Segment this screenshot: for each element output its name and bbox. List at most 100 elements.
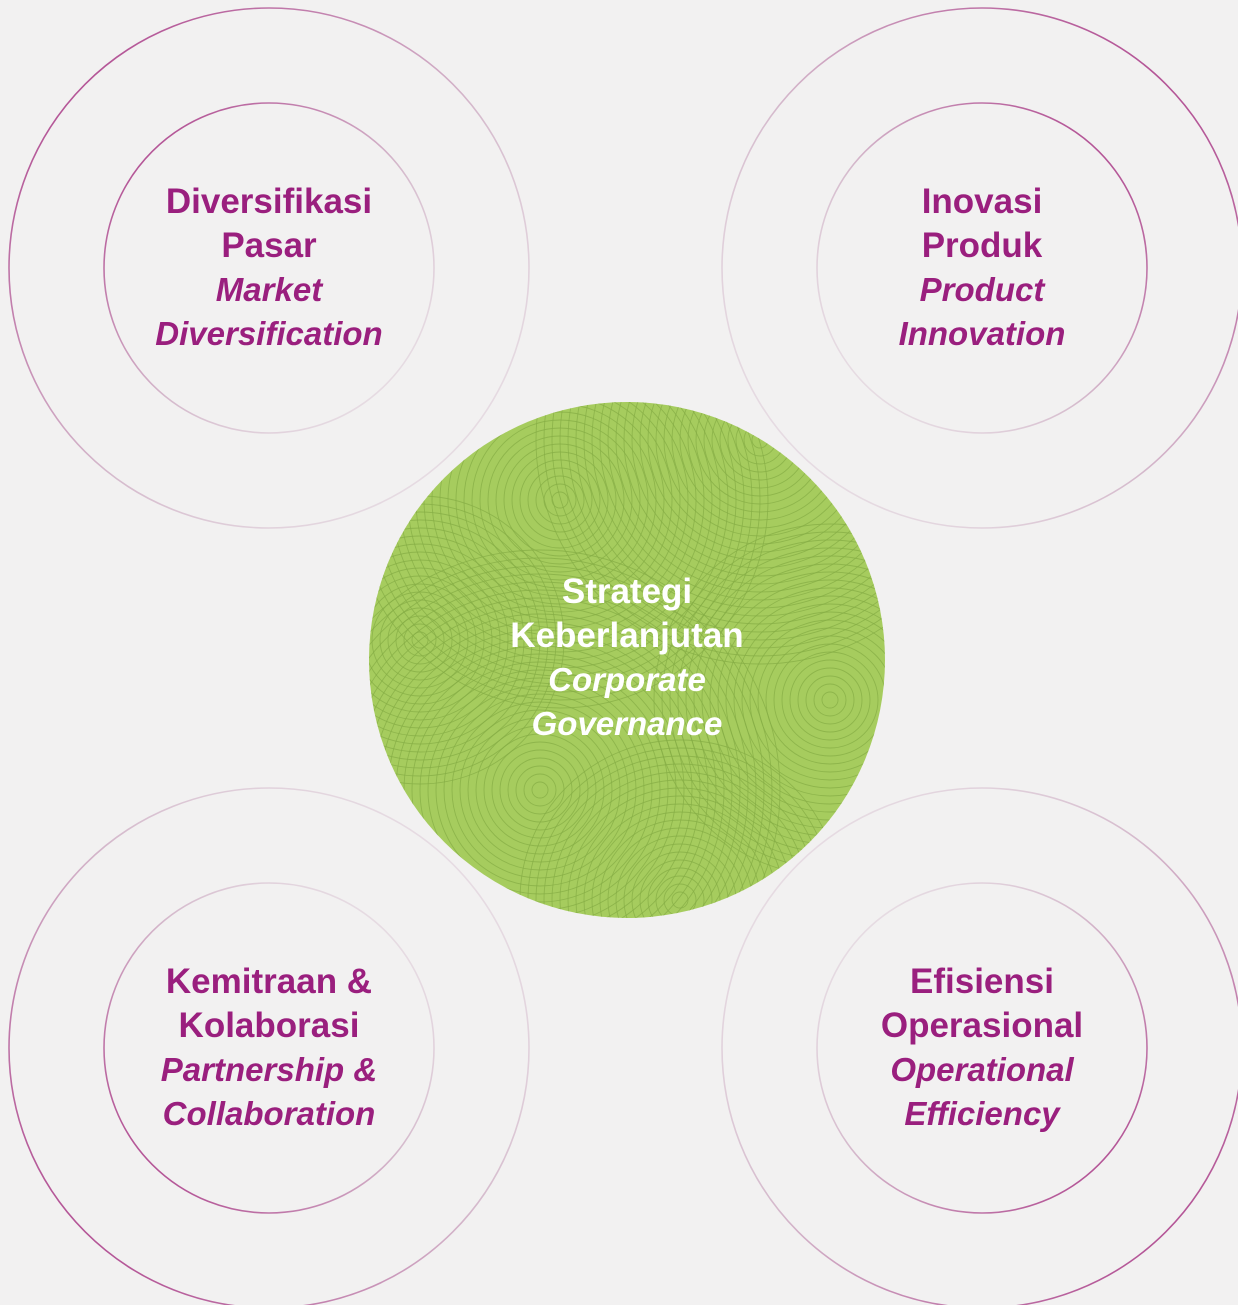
pattern-ring	[543, 402, 885, 657]
pattern-ring	[805, 675, 855, 725]
pattern-ring	[369, 589, 741, 918]
pattern-ring	[369, 402, 753, 693]
center-local-line-1: Strategi	[561, 572, 693, 611]
pattern-ring	[369, 511, 549, 769]
outer-ring-partnership-collaboration	[8, 787, 530, 1305]
pattern-ring	[765, 635, 885, 765]
pattern-ring	[551, 402, 885, 649]
node-english-line-1: Market	[215, 271, 323, 308]
pattern-ring	[527, 467, 593, 533]
pattern-ring	[411, 631, 429, 649]
pattern-ring	[789, 659, 871, 741]
pattern-ring	[369, 597, 733, 918]
pattern-ring	[591, 402, 885, 609]
node-english-line-1: Product	[919, 271, 1045, 308]
pattern-ring	[369, 543, 517, 737]
pattern-ring	[773, 643, 885, 757]
pattern-ring	[369, 519, 541, 761]
pattern-ring	[427, 677, 653, 903]
pattern-ring	[371, 591, 469, 689]
outer-ring-market-diversification	[8, 7, 530, 529]
pattern-ring	[369, 402, 761, 701]
node-local-line-2: Operasional	[880, 1006, 1084, 1045]
pattern-ring	[459, 709, 621, 871]
pattern-ring	[725, 595, 885, 805]
pattern-ring	[671, 891, 689, 909]
pattern-ring	[583, 402, 885, 617]
inner-ring-market-diversification	[103, 102, 435, 434]
center-local-line-2: Keberlanjutan	[510, 616, 744, 655]
outer-ring-operational-efficiency	[721, 787, 1238, 1305]
node-english-line-2: Diversification	[155, 315, 383, 352]
pattern-ring	[369, 573, 757, 918]
inner-ring-product-innovation	[816, 102, 1148, 434]
pattern-ring	[395, 615, 445, 665]
pattern-ring	[733, 603, 885, 797]
node-local-line-1: Kemitraan &	[165, 962, 373, 1001]
pattern-ring	[369, 583, 477, 697]
pattern-ring	[369, 605, 725, 918]
pattern-ring	[439, 402, 681, 621]
pattern-ring	[607, 402, 885, 593]
node-partnership-collaboration: Kemitraan & Kolaborasi Partnership & Col…	[139, 960, 399, 1136]
pattern-ring	[443, 693, 637, 887]
pattern-ring	[821, 691, 839, 709]
pattern-ring	[615, 402, 885, 585]
pattern-ring	[411, 661, 669, 918]
pattern-ring	[523, 773, 557, 807]
pattern-ring	[483, 733, 597, 847]
pattern-ring	[535, 475, 585, 525]
center-english-line-2: Governance	[531, 705, 723, 742]
node-english-line-2: Efficiency	[904, 1095, 1060, 1132]
pattern-ring	[369, 567, 493, 713]
pattern-ring	[623, 402, 885, 577]
node-local-line-1: Efisiensi	[910, 962, 1054, 1001]
pattern-ring	[559, 402, 885, 641]
pattern-ring	[475, 725, 605, 855]
center-label: Strategi Keberlanjutan Corporate Governa…	[497, 570, 757, 746]
node-local-line-2: Pasar	[221, 226, 317, 265]
pattern-ring	[757, 627, 885, 773]
pattern-ring	[655, 875, 705, 918]
node-local-line-2: Produk	[921, 226, 1043, 265]
inner-ring-operational-efficiency	[816, 882, 1148, 1214]
pattern-ring	[531, 781, 549, 799]
rings-layer	[8, 7, 1238, 1305]
pattern-ring	[369, 402, 769, 709]
pattern-ring	[575, 402, 885, 625]
node-local-line-2: Kolaborasi	[178, 1006, 360, 1045]
pattern-ring	[781, 651, 879, 749]
pattern-ring	[551, 491, 569, 509]
pattern-ring	[797, 667, 863, 733]
pattern-ring	[369, 613, 717, 918]
pattern-ring	[369, 549, 781, 918]
inner-ring-partnership-collaboration	[103, 882, 435, 1214]
pattern-ring	[467, 717, 613, 863]
pattern-ring	[749, 619, 885, 781]
pattern-ring	[451, 701, 629, 879]
pattern-ring	[403, 623, 437, 657]
pattern-ring	[491, 741, 589, 839]
pattern-ring	[379, 599, 461, 681]
node-english-line-1: Partnership &	[160, 1051, 378, 1088]
pattern-ring	[535, 402, 885, 665]
node-local-line-1: Inovasi	[921, 182, 1043, 221]
pattern-ring	[499, 749, 581, 831]
pattern-ring	[369, 535, 525, 745]
pattern-ring	[369, 527, 533, 753]
center-english-line-1: Corporate	[548, 661, 706, 698]
pattern-ring	[369, 559, 501, 721]
pattern-ring	[431, 402, 689, 629]
pattern-ring	[387, 607, 453, 673]
outer-ring-product-innovation	[721, 7, 1238, 529]
node-english-line-2: Collaboration	[162, 1095, 376, 1132]
pattern-ring	[455, 402, 665, 605]
node-english-line-2: Innovation	[898, 315, 1066, 352]
pattern-ring	[717, 587, 885, 813]
node-operational-efficiency: Efisiensi Operasional Operational Effici…	[852, 960, 1112, 1136]
pattern-ring	[741, 611, 885, 789]
node-market-diversification: Diversifikasi Pasar Market Diversificati…	[139, 180, 399, 356]
node-local-line-1: Diversifikasi	[165, 182, 373, 221]
pattern-ring	[447, 402, 673, 613]
pattern-ring	[631, 402, 885, 569]
